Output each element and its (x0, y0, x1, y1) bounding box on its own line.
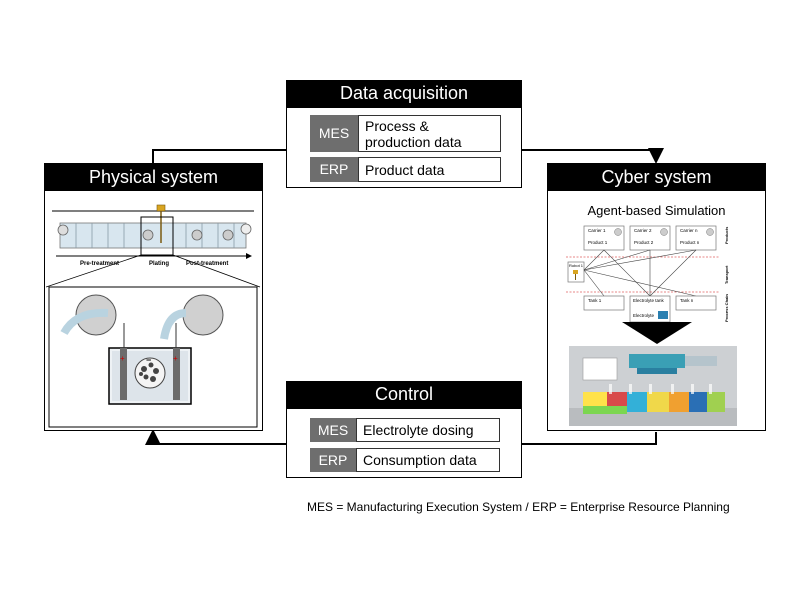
control-mes-label: Electrolyte dosing (356, 418, 500, 442)
electrolyte-tank-label: Electrolyte tank (633, 298, 665, 303)
carrier-1-label: Carrier 1 (588, 228, 606, 233)
agent-simulation-diagram: Carrier 1 Carrier 2 Carrier n Product 1 … (566, 225, 729, 323)
acquisition-erp-tag: ERP (310, 157, 358, 182)
svg-text:+: + (173, 354, 178, 363)
svg-text:+: + (120, 354, 125, 363)
acquisition-mes-label: Process & production data (358, 115, 501, 152)
arrow-physical-to-acquisition (152, 149, 290, 163)
stage-label-plating: Plating (149, 261, 169, 267)
control-mes-tag: MES (310, 418, 356, 442)
data-acquisition-title: Data acquisition (286, 80, 522, 108)
stage-label-pre: Pre-treatment (80, 261, 119, 267)
side-label-transport: Transport (724, 265, 729, 284)
stage-label-post: Post-treatment (186, 261, 228, 267)
product-2-label: Product 2 (634, 240, 654, 245)
side-label-process-chain: Process Chain (724, 294, 729, 322)
arrow-cyber-to-control (519, 432, 657, 445)
robot-label: Robot 1 (569, 263, 584, 268)
abbreviation-legend: MES = Manufacturing Execution System / E… (307, 500, 730, 514)
product-1-label: Product 1 (588, 240, 608, 245)
carrier-n-label: Carrier n (680, 228, 698, 233)
acquisition-mes-tag: MES (310, 115, 358, 152)
control-erp-label: Consumption data (356, 448, 500, 472)
acquisition-mes-text: Process & production data (365, 117, 462, 150)
cyber-system-title: Cyber system (547, 163, 766, 191)
arrow-control-to-physical (145, 429, 290, 445)
svg-text:−: − (146, 355, 151, 365)
simulation-down-arrow (622, 322, 692, 344)
cyber-system-subtitle: Agent-based Simulation (587, 203, 726, 218)
tank-n-label: Tank n (680, 298, 694, 303)
plating-line-illustration: Pre-treatment Plating Post-treatment + +… (46, 204, 261, 428)
product-n-label: Product n (680, 240, 700, 245)
electrolyte-label: Electrolyte (633, 313, 655, 318)
simulation-3d-view (569, 346, 737, 426)
control-erp-tag: ERP (310, 448, 356, 472)
carrier-2-label: Carrier 2 (634, 228, 652, 233)
arrow-acquisition-to-cyber (519, 148, 664, 164)
side-label-products: Products (724, 226, 729, 244)
control-title: Control (286, 381, 522, 409)
physical-system-title: Physical system (44, 163, 263, 191)
tank-1-label: Tank 1 (588, 298, 602, 303)
acquisition-erp-label: Product data (358, 157, 501, 182)
